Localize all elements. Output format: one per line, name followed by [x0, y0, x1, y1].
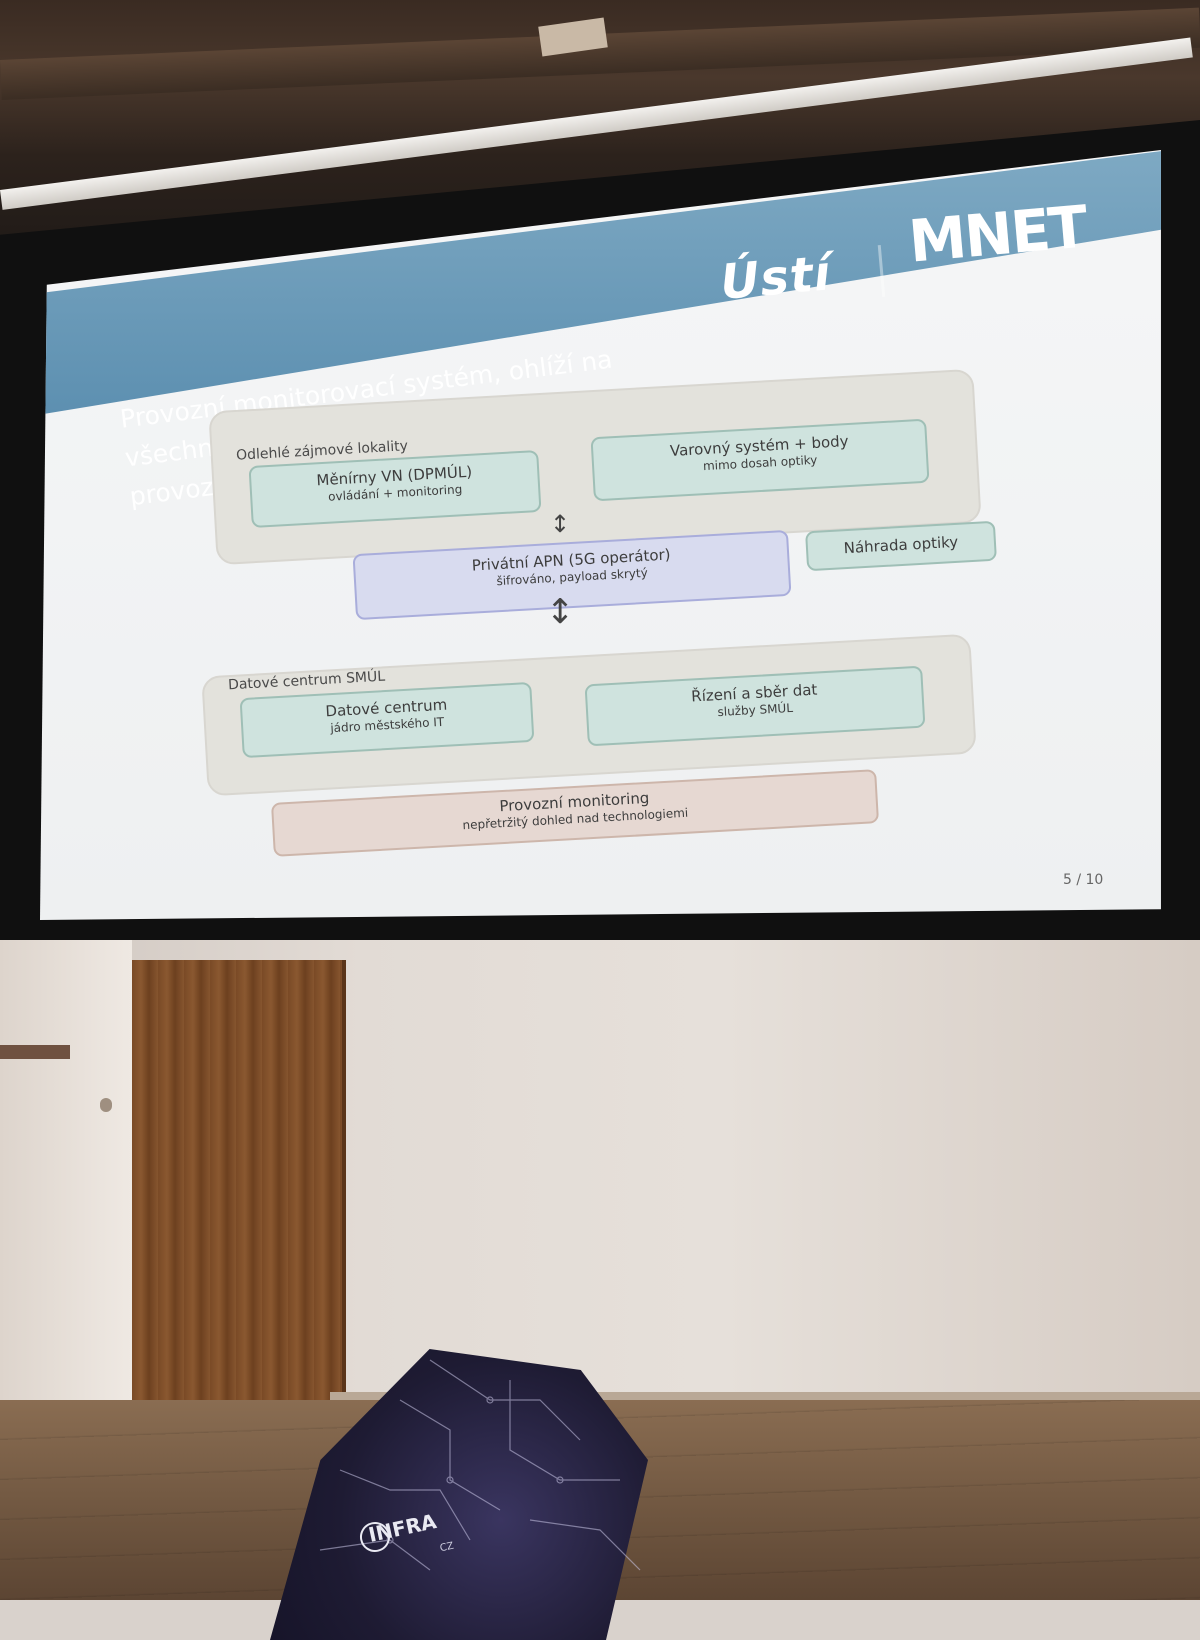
slide-page-number: 5 / 10 — [1063, 872, 1104, 888]
umbrella-circuit-pattern — [319, 1359, 641, 1571]
arrow-remote-apn: ↕ — [550, 510, 571, 538]
projected-slide: Provozní monitorovací systém, ohlíží na … — [40, 150, 1161, 920]
logo-usti: Ústí — [718, 245, 834, 311]
wooden-door — [132, 960, 346, 1430]
wall-knob — [100, 1098, 112, 1112]
wall-shelf — [0, 1045, 70, 1059]
baseboard — [330, 1392, 1200, 1402]
box-nahrada-optiky-label: Náhrada optiky — [843, 532, 959, 558]
wall-pillar — [0, 940, 132, 1440]
arrow-apn-dc: ↕ — [546, 592, 575, 632]
logo-mnet: MNET — [906, 192, 1089, 276]
